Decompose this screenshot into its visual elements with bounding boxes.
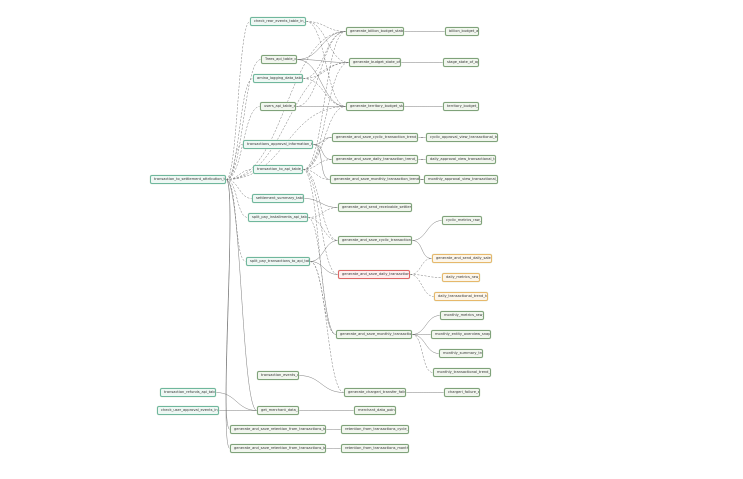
node-generate-cyclic-trend[interactable]: generate_and_save_cyclic_transaction_tre… [338,236,412,245]
node-send-daily-sales-email[interactable]: generate_and_send_daily_sales_email [432,254,492,263]
edge-n20-n31 [411,315,441,335]
edge-n6-n13 [302,106,347,170]
node-generate-chargeri-failure-report[interactable]: generate_chargeri_transfer_failure_repor… [344,388,406,397]
node-billion-budget-app[interactable]: billion_budget_app [445,27,479,36]
node-generate-monthly-trend[interactable]: generate_and_save_monthly_transaction_tr… [336,330,412,339]
edge-n10-n4 [225,106,261,180]
edge-n10-n7 [225,179,253,199]
node-generate-territory-budget-report[interactable]: generate_territory_budget_state_report [346,102,404,111]
edge-n10-n1 [225,21,251,180]
edge-n9-n18 [309,240,339,262]
edge-n10-n44 [225,179,231,449]
edge-n19-n28 [409,258,433,275]
edge-n9-n36 [309,261,345,393]
node-users-api-table-check[interactable]: users_api_table_check [260,102,296,111]
node-retention-cycle-data-app[interactable]: retention_from_transactions_cycle_data_a… [341,425,409,434]
edge-n10-n40 [225,179,258,411]
edge-n18-n27 [411,220,443,241]
node-retention-month-data-app[interactable]: retention_from_transactions_month_data_a… [341,444,409,453]
node-generate-daily-trend[interactable]: generate_and_save_daily_transaction_tren… [338,270,410,279]
edge-n9-n19 [309,261,339,275]
edge-n38-n40 [215,392,258,411]
edge-n5-n14 [312,137,333,145]
node-generate-receivable-settlement-report[interactable]: generate_and_send_receivable_settlement_… [338,203,412,212]
edge-n19-n30 [409,274,435,297]
node-amina-logging-table-check[interactable]: amina_logging_data_table_check [253,74,303,83]
edge-n6-n20 [302,169,337,335]
node-settlement-summary-table-check[interactable]: settlement_summary_table_check [252,194,304,203]
node-cyclic-approval-trend-app[interactable]: cyclic_approval_view_transactional_trend… [426,133,498,142]
edge-n10-n42 [225,179,231,430]
edge-n7-n17 [303,198,339,208]
node-generate-daily-trend-approval[interactable]: generate_and_save_daily_transaction_tren… [332,155,418,164]
node-transaction-refunds-table-check[interactable]: transaction_refunds_api_table_check [160,388,216,397]
edge-n35-n36 [298,375,345,393]
node-generate-retention-cycle-data[interactable]: generate_and_save_retention_from_transac… [230,425,326,434]
node-daily-approval-trend-app[interactable]: daily_approval_view_transactional_trend_… [426,155,496,164]
node-daily-metrics-raw-app[interactable]: daily_metrics_raw_app [442,273,480,282]
edge-n1-n11 [305,21,347,32]
edge-n8-n17 [307,207,339,218]
edge-n20-n34 [411,334,434,373]
node-check-user-approval-sensor[interactable]: check_user_approval_events_in_sensor [157,406,219,415]
node-monthly-overview-snapshot-app[interactable]: monthly_entity_overview_snapshot_app [431,330,491,339]
edge-n18-n28 [411,240,433,259]
node-monthly-approval-trend-app[interactable]: monthly_approval_view_transactional_tren… [424,175,498,184]
edge-n19-n29 [409,274,443,278]
edge-n10-n9 [225,179,247,262]
edge-n1-n13 [305,21,347,107]
edge-n6-n15 [302,159,333,170]
edge-n2-n13 [296,59,347,107]
node-generate-cyclic-trend-approval[interactable]: generate_and_save_cyclic_transaction_tre… [332,133,418,142]
edge-n6-n16 [302,169,331,180]
node-transaction-events-check[interactable]: transaction_events_check [257,371,299,380]
node-monthly-transactional-trend-app[interactable]: monthly_transactional_trend_trx_app [433,368,491,377]
node-stage-state-of-app[interactable]: stage_state_of_app [443,58,479,67]
edge-n2-n11 [296,31,347,60]
edge-n3-n11 [302,31,347,79]
node-trees-api-table-check[interactable]: Trees_api_table_check [261,55,297,64]
node-transaction-to-api-table-check[interactable]: transaction_to_api_table_check [253,165,303,174]
edge-n8-n20 [307,217,337,335]
node-split-pay-installments-table-check[interactable]: split_pay_installments_api_table_check [248,213,308,222]
node-transactions-approval-table-check[interactable]: transactions_approval_information_table_… [243,140,313,149]
node-generate-retention-month-data[interactable]: generate_and_save_retention_from_transac… [230,444,326,453]
edge-n10-n8 [225,179,249,218]
node-check-rear-events-sensor[interactable]: check_rear_events_table_in_sensor [250,17,306,26]
node-split-pay-transactions-table-check[interactable]: split_pay_transactions_to_api_table_chec… [246,257,310,266]
edge-n10-n3 [225,78,254,180]
edge-n3-n13 [302,78,347,107]
edge-n1-n12 [305,21,350,63]
edge-n6-n14 [302,137,333,170]
edge-n2-n12 [296,59,350,63]
node-cyclic-metrics-raw-app[interactable]: cyclic_metrics_raw_app [442,216,482,225]
edge-n10-n5 [225,144,244,180]
edge-n10-n11 [225,31,347,180]
node-monthly-summary-trx-app[interactable]: monthly_summary_trx_app [439,349,483,358]
edge-n8-n18 [307,217,339,241]
node-generate-billion-budget-report[interactable]: generate_billion_budget_state_report [346,27,404,36]
node-transaction-to-settlement-table-check[interactable]: transaction_to_settlement_attribution_ta… [150,175,226,184]
node-territory-budget-app[interactable]: territory_budget_app [443,102,479,111]
edge-n4-n11 [295,31,347,107]
edge-n6-n12 [302,62,350,170]
edge-n6-n18 [302,169,339,241]
node-get-merchant-data-point[interactable]: get_merchant_data_point [257,406,299,415]
edge-n20-n33 [411,334,440,354]
node-generate-budget-state-report[interactable]: generate_budget_state_of_report [349,58,401,67]
node-generate-monthly-trend-approval[interactable]: generate_and_save_monthly_transaction_tr… [330,175,420,184]
node-chargeri-failure-app[interactable]: chargeri_failure_app [444,388,480,397]
node-merchant-data-point-app[interactable]: merchant_data_point_app [354,406,396,415]
node-daily-transactional-trend-app[interactable]: daily_transactional_trend_trx_app [434,292,488,301]
node-monthly-metrics-raw-app[interactable]: monthly_metrics_raw_app [440,311,484,320]
